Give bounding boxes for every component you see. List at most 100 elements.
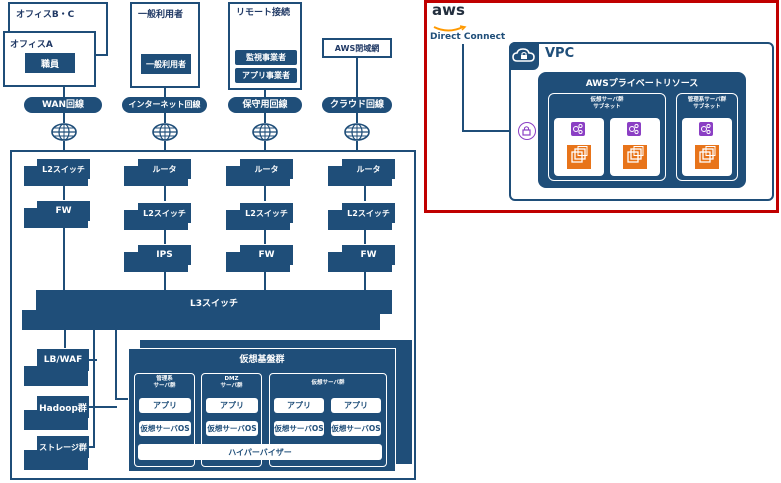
ec2-instance-card-1 (554, 118, 604, 176)
ec2-auto-scaling-icon (571, 122, 585, 136)
network-globe-icon (152, 123, 178, 141)
virtual-app-label-2: アプリ (344, 401, 368, 410)
fw-a-label: FW (55, 206, 72, 216)
internet-line-pill: インターネット回線 (122, 97, 207, 113)
aws-closed-label: AWS閉域網 (334, 43, 380, 53)
virtual-platform-title: 仮想基盤群 (239, 355, 285, 365)
office-a-label: オフィスA (10, 40, 53, 50)
storage-label: ストレージ群 (39, 442, 87, 452)
vpn-gateway-icon (518, 122, 536, 140)
l3-switch-label: L3スイッチ (190, 298, 238, 309)
aws-closed-box: AWS閉域網 (322, 38, 392, 58)
ips-b: IPS (138, 245, 191, 265)
maintenance-line-label: 保守用回線 (242, 100, 288, 110)
general-user-inner: 一般利用者 (141, 54, 191, 74)
cloud-line-pill: クラウド回線 (322, 97, 392, 113)
hadoop-cluster: Hadoop群 (37, 396, 89, 418)
l2-switch-a: L2スイッチ (37, 159, 90, 179)
dmz-vos-box: 仮想サーバOS (206, 421, 258, 436)
general-users-box: 一般利用者 一般利用者 (130, 2, 200, 88)
general-users-label: 一般利用者 (138, 10, 184, 20)
virtual-app-box-1: アプリ (274, 398, 324, 413)
aws-mgmt-subnet: 管理系サーバ群 サブネット (676, 93, 738, 181)
ec2-instance-card-2 (610, 118, 660, 176)
app-vendor-label: アプリ事業者 (242, 71, 290, 80)
router-b-label: ルータ (152, 164, 177, 174)
hadoop-label: Hadoop群 (39, 403, 87, 414)
mgmt-app-box: アプリ (139, 398, 191, 413)
router-d: ルータ (342, 159, 395, 179)
dmz-vos-label: 仮想サーバOS (207, 424, 257, 433)
virtual-app-box-2: アプリ (331, 398, 381, 413)
virtual-vos-label-1: 仮想サーバOS (274, 424, 324, 433)
l2-switch-d-label: L2スイッチ (347, 208, 390, 218)
l2-switch-a-label: L2スイッチ (42, 164, 85, 174)
network-globe-icon (51, 123, 77, 141)
fw-a: FW (37, 201, 90, 221)
mgmt-vos-label: 仮想サーバOS (140, 424, 190, 433)
l2-switch-b-label: L2スイッチ (143, 208, 186, 218)
ec2-instance-icon (623, 145, 647, 169)
mgmt-vos-box: 仮想サーバOS (139, 421, 191, 436)
remote-box: リモート接続 監視事業者 アプリ事業者 (228, 2, 302, 90)
ec2-instance-icon (567, 145, 591, 169)
aws-mgmt-subnet-label: 管理系サーバ群 サブネット (687, 97, 727, 110)
virtual-vos-label-2: 仮想サーバOS (331, 424, 381, 433)
cloud-lock-icon (512, 48, 535, 62)
l2-switch-b: L2スイッチ (138, 203, 191, 223)
hypervisor-label: ハイパーバイザー (228, 447, 292, 457)
dmz-group-label: DMZ サーバ群 (220, 376, 243, 389)
vpc-label: VPC (545, 46, 575, 61)
vpc-header-icon (509, 42, 539, 70)
staff-box: 職員 (25, 53, 75, 73)
office-a-box: オフィスA 職員 (3, 31, 96, 87)
wan-line-pill: WAN回線 (24, 97, 102, 113)
ec2-auto-scaling-icon (699, 122, 713, 136)
lb-waf: LB/WAF (37, 349, 89, 371)
router-d-label: ルータ (356, 164, 381, 174)
general-user-inner-label: 一般利用者 (146, 59, 186, 69)
fw-d-label: FW (360, 250, 377, 260)
fw-d: FW (342, 245, 395, 265)
aws-virtual-subnet-label: 仮想サーバ群 サブネット (590, 97, 624, 110)
direct-connect-label: Direct Connect (430, 32, 506, 42)
maintenance-line-pill: 保守用回線 (228, 97, 302, 113)
office-bc-label: オフィスB・C (16, 10, 75, 20)
internet-line-label: インターネット回線 (128, 100, 201, 109)
l2-switch-c: L2スイッチ (240, 203, 293, 223)
ec2-auto-scaling-icon (627, 122, 641, 136)
monitor-vendor-label: 監視事業者 (246, 53, 286, 62)
staff-label: 職員 (40, 59, 59, 70)
storage-cluster: ストレージ群 (37, 436, 89, 458)
monitor-vendor-box: 監視事業者 (235, 50, 297, 65)
virtual-app-label-1: アプリ (287, 401, 311, 410)
ec2-instance-card-3 (682, 118, 732, 176)
l3-switch: L3スイッチ (36, 290, 392, 314)
aws-virtual-subnet: 仮想サーバ群 サブネット (548, 93, 666, 181)
hypervisor-bar: ハイパーバイザー (138, 444, 382, 460)
dmz-app-label: アプリ (220, 401, 244, 410)
virtual-group-label: 仮想サーバ群 (311, 380, 345, 386)
router-c-label: ルータ (254, 164, 279, 174)
app-vendor-box: アプリ事業者 (235, 68, 297, 83)
private-resources-label: AWSプライベートリソース (585, 79, 699, 89)
router-c: ルータ (240, 159, 293, 179)
network-globe-icon (344, 123, 370, 141)
fw-c: FW (240, 245, 293, 265)
router-b: ルータ (138, 159, 191, 179)
fw-c-label: FW (258, 250, 275, 260)
l2-switch-d: L2スイッチ (342, 203, 395, 223)
wan-line-label: WAN回線 (41, 100, 85, 110)
lb-waf-label: LB/WAF (43, 355, 83, 365)
network-globe-icon (252, 123, 278, 141)
l2-switch-c-label: L2スイッチ (245, 208, 288, 218)
virtual-vos-box-2: 仮想サーバOS (331, 421, 381, 436)
aws-smile-icon (433, 25, 467, 32)
cloud-line-label: クラウド回線 (329, 100, 384, 110)
remote-label: リモート接続 (236, 8, 291, 18)
dmz-app-box: アプリ (206, 398, 258, 413)
mgmt-group-label: 管理系 サーバ群 (153, 376, 176, 389)
aws-logo: aws (432, 1, 472, 32)
ips-b-label: IPS (156, 250, 173, 260)
aws-logo-text: aws (432, 1, 465, 19)
